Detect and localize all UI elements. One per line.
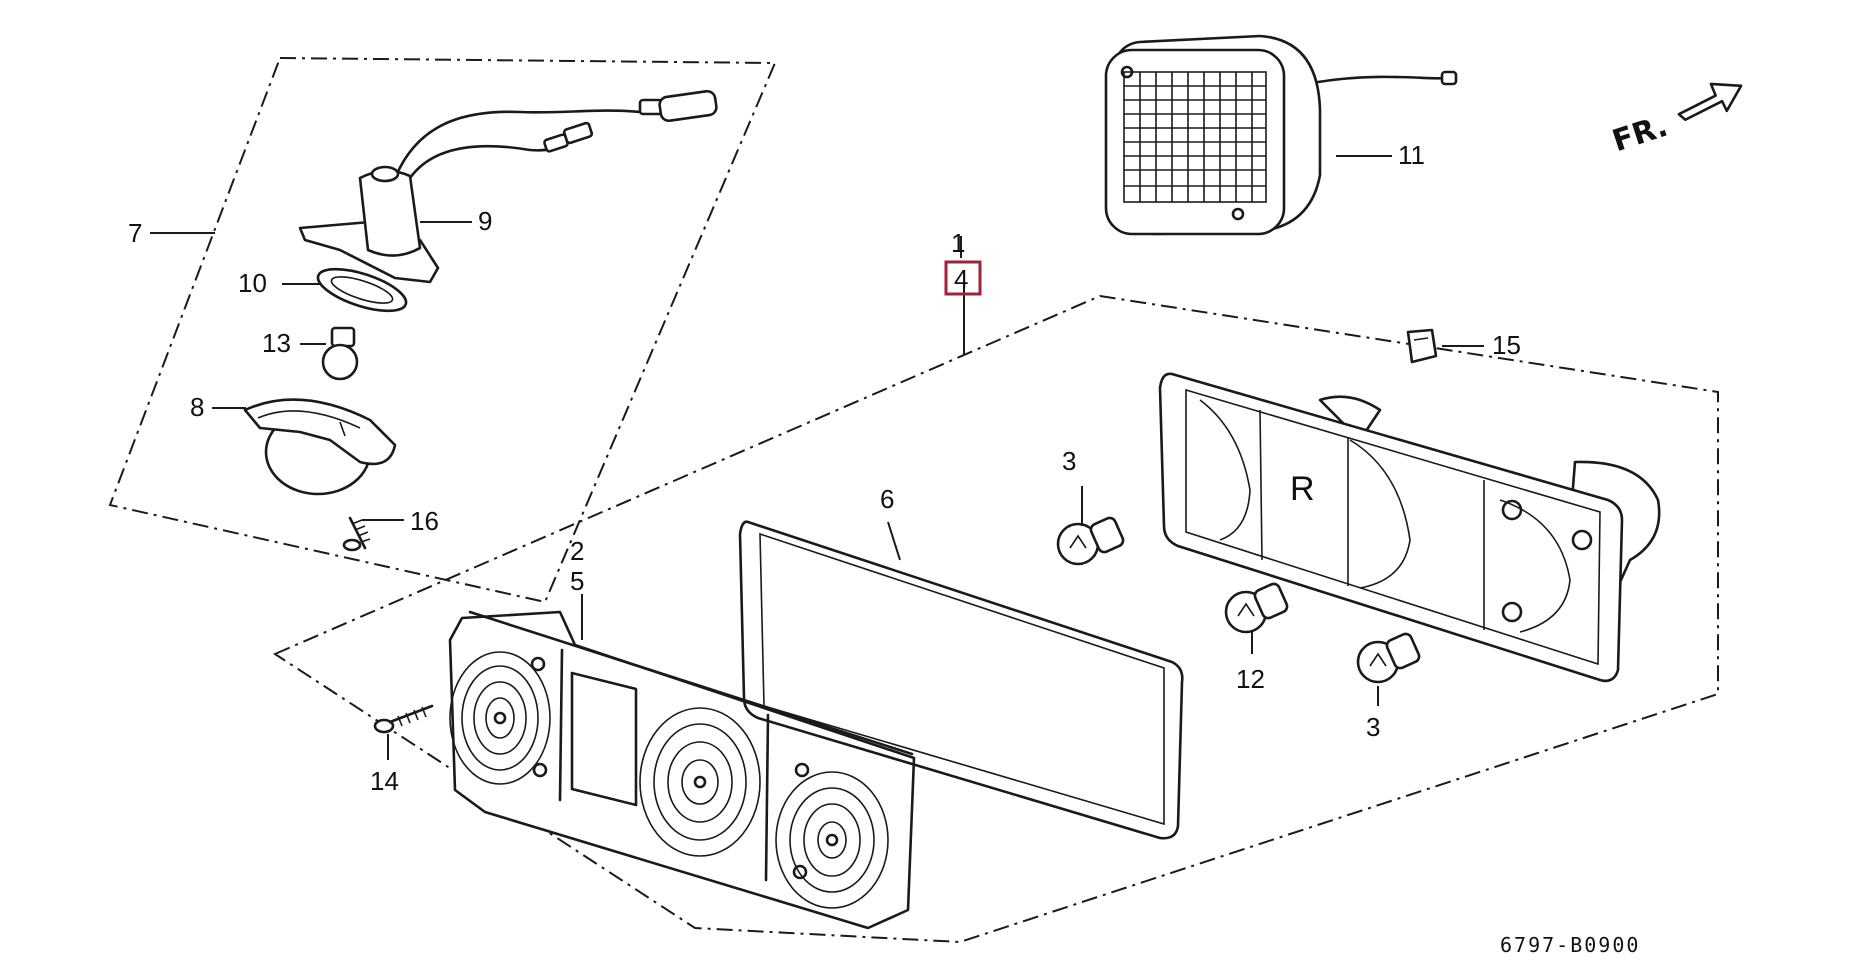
- small-bulb: [321, 326, 359, 381]
- bulb-upper: [1056, 516, 1125, 566]
- bulb-12: [1224, 582, 1289, 634]
- screw-16: [342, 516, 371, 552]
- callout-4-highlight: [944, 260, 982, 296]
- callout-3-lower: 3: [1366, 712, 1380, 742]
- callout-12: 12: [1236, 664, 1265, 694]
- tail-lamp-housing: R: [1158, 372, 1661, 683]
- lens-circle-right: [775, 762, 889, 909]
- callout-3-upper: 3: [1062, 446, 1076, 476]
- lens-circle-left: [449, 651, 551, 785]
- bulb-lower: [1356, 632, 1421, 684]
- tail-lamp-assembly-outline: [272, 294, 1719, 944]
- callout-8: 8: [190, 392, 204, 422]
- drawing-code: 6797-B0900: [1500, 933, 1640, 957]
- callout-7: 7: [128, 218, 142, 248]
- lens-gasket: [738, 520, 1184, 840]
- direction-label: FR.: [1608, 109, 1672, 159]
- gasket-ring: [316, 267, 408, 313]
- screw-14: [373, 704, 434, 734]
- callout-11: 11: [1398, 140, 1425, 170]
- callout-2: 2: [570, 536, 584, 566]
- callout-1: 1: [951, 228, 965, 258]
- clip-15: [1406, 328, 1438, 364]
- callout-15: 15: [1492, 330, 1521, 360]
- license-lens-cover: [243, 398, 397, 496]
- housing-letter-mark: R: [1290, 470, 1315, 508]
- callout-6: 6: [880, 484, 894, 514]
- callout-4: 4: [954, 264, 968, 294]
- front-direction-indicator: FR.: [1608, 82, 1743, 159]
- license-light-group-outline: [108, 56, 777, 604]
- callouts: 1 4 2 5 3 3 6 7 8 9 10 11 12 13 14 15 16: [128, 140, 1521, 796]
- callout-14: 14: [370, 766, 399, 796]
- tail-lamp-lens: [448, 610, 916, 930]
- callout-13: 13: [262, 328, 291, 358]
- callout-10: 10: [238, 268, 267, 298]
- arrow-icon: [1677, 82, 1743, 122]
- callout-16: 16: [410, 506, 439, 536]
- side-marker-light: [1104, 34, 1458, 236]
- side-marker-grid: [1123, 71, 1267, 203]
- license-light-housing: [298, 89, 718, 284]
- callout-5: 5: [570, 566, 584, 596]
- lens-circle-center: [639, 707, 761, 857]
- callout-9: 9: [478, 206, 492, 236]
